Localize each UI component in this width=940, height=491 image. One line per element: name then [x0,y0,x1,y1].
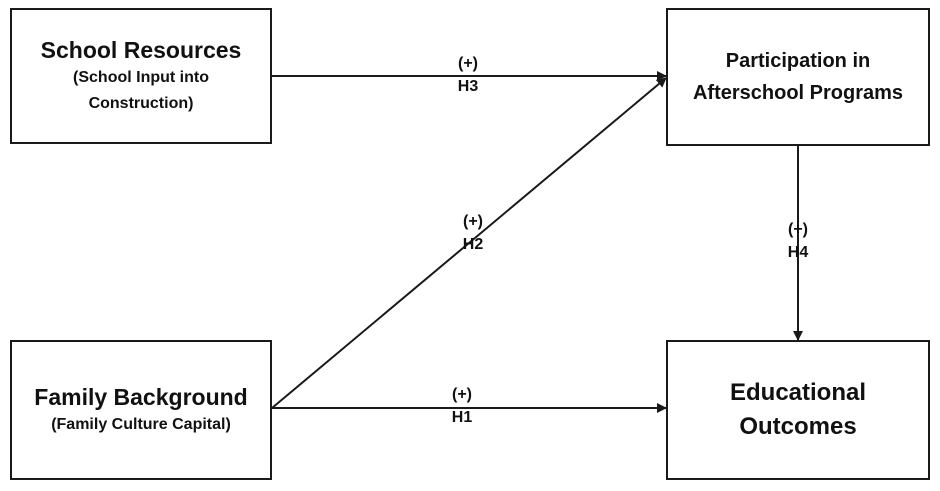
node-family-background: Family Background (Family Culture Capita… [10,340,272,480]
h2-sign: (+) [462,213,483,230]
h1-sign: (+) [451,386,472,403]
educational-outcomes-title-line2: Outcomes [739,413,857,440]
h4-label: H4 [787,244,809,261]
school-resources-title: School Resources [40,37,242,63]
participation-title-line2: Afterschool Programs [692,82,904,104]
hypothesis-label-h3: (+) H3 [458,52,478,98]
hypothesis-label-h2: (+) H2 [463,210,483,256]
h3-label: H3 [457,78,479,95]
family-background-title: Family Background [34,384,248,410]
h4-sign: (+) [787,221,808,238]
school-resources-subtitle-line1: (School Input into [73,69,209,86]
arrow-h2 [271,77,667,409]
node-participation: Participation in Afterschool Programs [666,8,930,146]
h3-sign: (+) [457,55,478,72]
node-school-resources: School Resources (School Input into Cons… [10,8,272,144]
h2-label: H2 [462,236,484,253]
family-background-subtitle: (Family Culture Capital) [51,416,231,433]
h1-label: H1 [451,409,473,426]
participation-title-line1: Participation in [725,50,871,72]
hypothesis-label-h1: (+) H1 [452,383,472,429]
hypothesis-label-h4: (+) H4 [788,218,808,264]
educational-outcomes-title-line1: Educational [729,379,867,406]
school-resources-subtitle-line2: Construction) [88,95,194,112]
node-educational-outcomes: Educational Outcomes [666,340,930,480]
